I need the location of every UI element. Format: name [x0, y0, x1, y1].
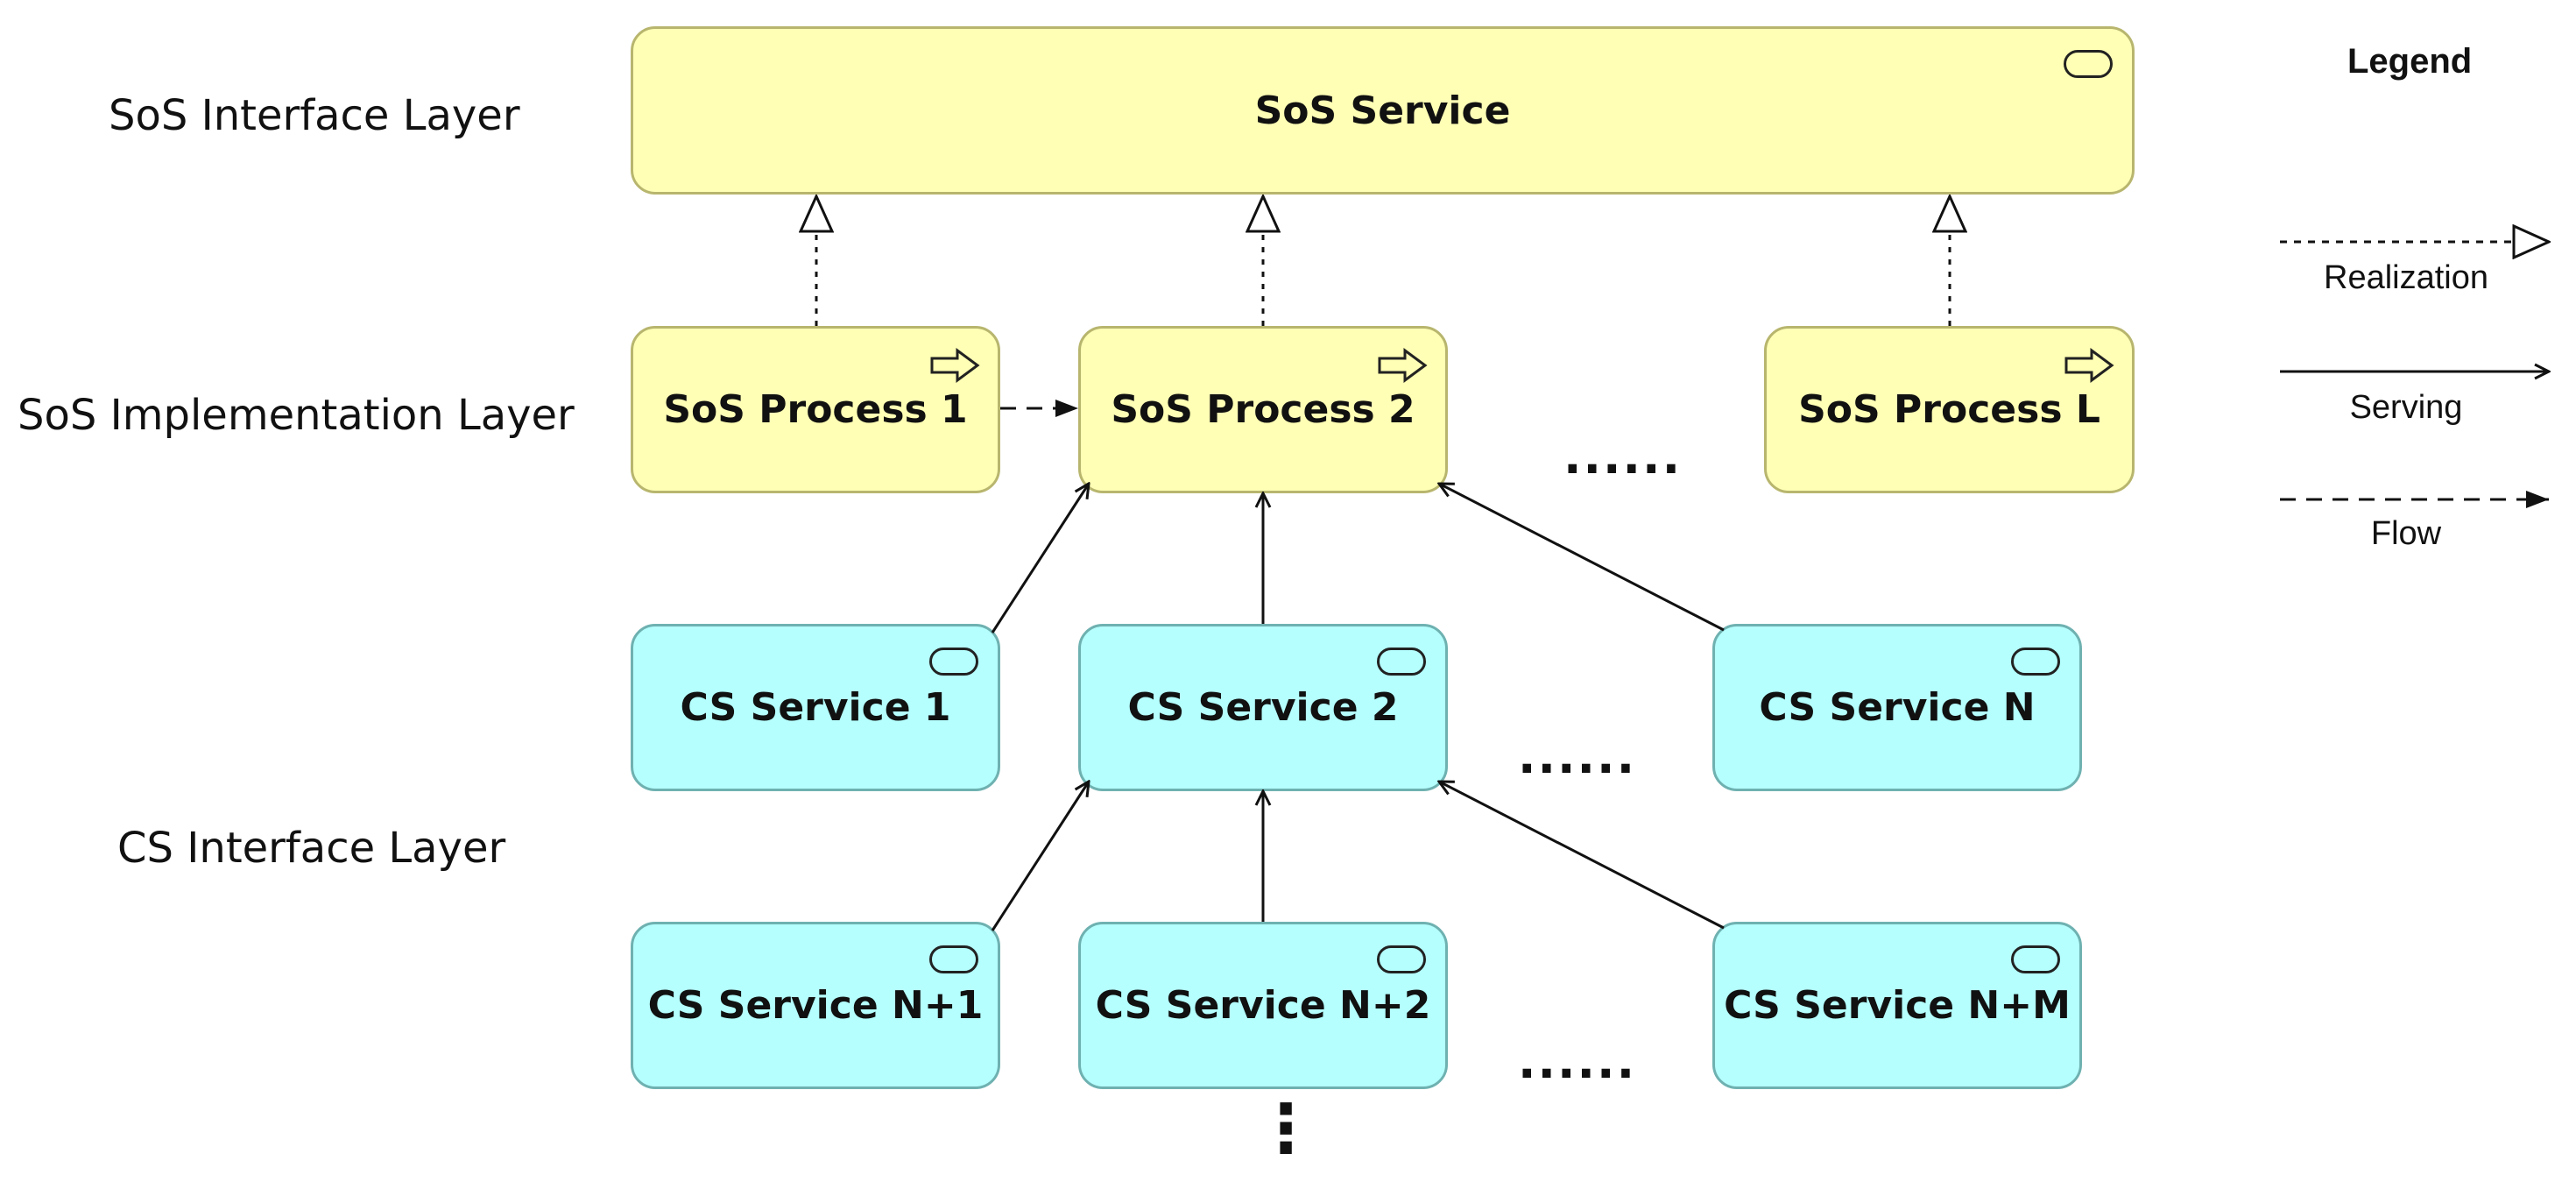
node-label: SoS Service: [1254, 88, 1511, 133]
node-label: CS Service 2: [1127, 685, 1399, 730]
service-icon: [2011, 648, 2060, 676]
process-arrow-icon: [2064, 348, 2114, 383]
node-label: CS Service N: [1759, 685, 2036, 730]
sos-process-2-node[interactable]: SoS Process 2: [1078, 326, 1448, 493]
legend-flow-label: Flow: [2370, 515, 2442, 552]
node-label: SoS Process L: [1798, 387, 2100, 432]
sos-implementation-layer-label: SoS Implementation Layer: [18, 391, 575, 440]
service-icon: [2011, 945, 2060, 973]
cs-service-n-plus-1-node[interactable]: CS Service N+1: [631, 922, 1000, 1089]
service-icon: [2064, 50, 2113, 78]
ellipsis-cs-row-2: ......: [1518, 1034, 1637, 1089]
node-label: CS Service N+1: [647, 983, 984, 1028]
legend-serving-label: Serving: [2349, 389, 2463, 426]
serving-edge-cs-nm-to-cs-2: [1439, 782, 1725, 930]
node-label: SoS Process 1: [663, 387, 968, 432]
cs-service-n-plus-2-node[interactable]: CS Service N+2: [1078, 922, 1448, 1089]
service-icon: [1377, 945, 1426, 973]
node-label: SoS Process 2: [1111, 387, 1415, 432]
node-label: CS Service N+2: [1095, 983, 1431, 1028]
serving-edge-cs-n-to-process-2: [1439, 484, 1725, 632]
service-icon: [929, 945, 978, 973]
sos-process-1-node[interactable]: SoS Process 1: [631, 326, 1000, 493]
sos-interface-layer-label: SoS Interface Layer: [109, 91, 520, 140]
legend-title: Legend: [2347, 42, 2473, 81]
ellipsis-cs-row-1: ......: [1518, 729, 1637, 784]
legend-realization-label: Realization: [2324, 259, 2488, 296]
ellipsis-processes: ......: [1563, 429, 1683, 485]
service-icon: [929, 648, 978, 676]
cs-service-2-node[interactable]: CS Service 2: [1078, 624, 1448, 791]
sos-process-l-node[interactable]: SoS Process L: [1764, 326, 2135, 493]
process-arrow-icon: [1378, 348, 1428, 383]
ellipsis-vertical: ⋮: [1253, 1089, 1321, 1167]
cs-service-n-plus-m-node[interactable]: CS Service N+M: [1712, 922, 2082, 1089]
cs-interface-layer-label: CS Interface Layer: [117, 824, 506, 873]
cs-service-1-node[interactable]: CS Service 1: [631, 624, 1000, 791]
node-label: CS Service N+M: [1724, 983, 2071, 1028]
node-label: CS Service 1: [680, 685, 951, 730]
process-arrow-icon: [930, 348, 980, 383]
serving-edge-cs-n1-to-cs-2: [991, 782, 1089, 931]
service-icon: [1377, 648, 1426, 676]
sos-service-node[interactable]: SoS Service: [631, 26, 2135, 195]
cs-service-n-node[interactable]: CS Service N: [1712, 624, 2082, 791]
serving-edge-cs-1-to-process-2: [991, 484, 1089, 633]
